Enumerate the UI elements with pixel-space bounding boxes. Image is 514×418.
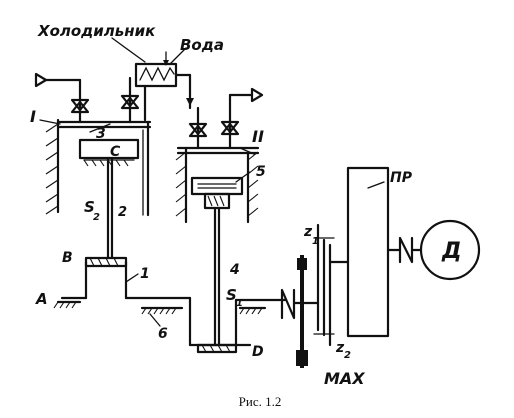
label-gear-z1: z [303, 224, 313, 240]
coupling-left [280, 288, 320, 320]
coupling-right [386, 236, 422, 264]
label-water: Вода [180, 36, 224, 54]
label-point-b: B [62, 250, 73, 266]
label-part-5: 5 [256, 164, 266, 180]
figure-caption: Рис. 1.2 [239, 394, 282, 409]
label-part-4: 4 [229, 262, 240, 278]
label-cooler: Холодильник [37, 22, 156, 40]
label-cylinder-1: I [30, 107, 36, 126]
label-gearbox: ПР [390, 170, 413, 186]
cooler [134, 51, 194, 122]
label-gear-z1-sub: 1 [312, 236, 319, 247]
label-part-1: 1 [140, 266, 150, 282]
label-max: MAX [324, 369, 365, 388]
gearbox [346, 166, 390, 338]
label-piston-c: C [110, 144, 121, 160]
label-part-6: 6 [158, 326, 168, 342]
crank-mechanism [53, 256, 287, 354]
label-motor: Д [441, 239, 462, 264]
valves-cylinder-1 [34, 72, 140, 124]
label-stroke-s2-sub: 2 [93, 212, 100, 223]
motor [419, 219, 481, 281]
leader-lines [39, 37, 385, 327]
label-stroke-s2: S [84, 198, 95, 216]
label-gear-z2: z [335, 340, 345, 356]
label-stroke-s2-num: 2 [118, 205, 127, 220]
label-cylinder-2: II [252, 127, 264, 146]
label-point-a: A [35, 290, 48, 308]
label-stroke-s1: S [226, 286, 237, 304]
labels: Холодильник Вода I 3 C II 5 S 2 2 B A 1 … [30, 22, 462, 388]
label-point-d: D [252, 344, 264, 360]
label-part-3: 3 [96, 126, 106, 142]
valves-cylinder-2 [188, 87, 264, 150]
cylinder-1 [45, 118, 152, 260]
label-gear-z2-sub: 2 [344, 350, 351, 361]
gear-pair [296, 223, 350, 368]
cylinder-2 [175, 146, 260, 347]
label-stroke-s1-sub: 1 [236, 298, 243, 309]
